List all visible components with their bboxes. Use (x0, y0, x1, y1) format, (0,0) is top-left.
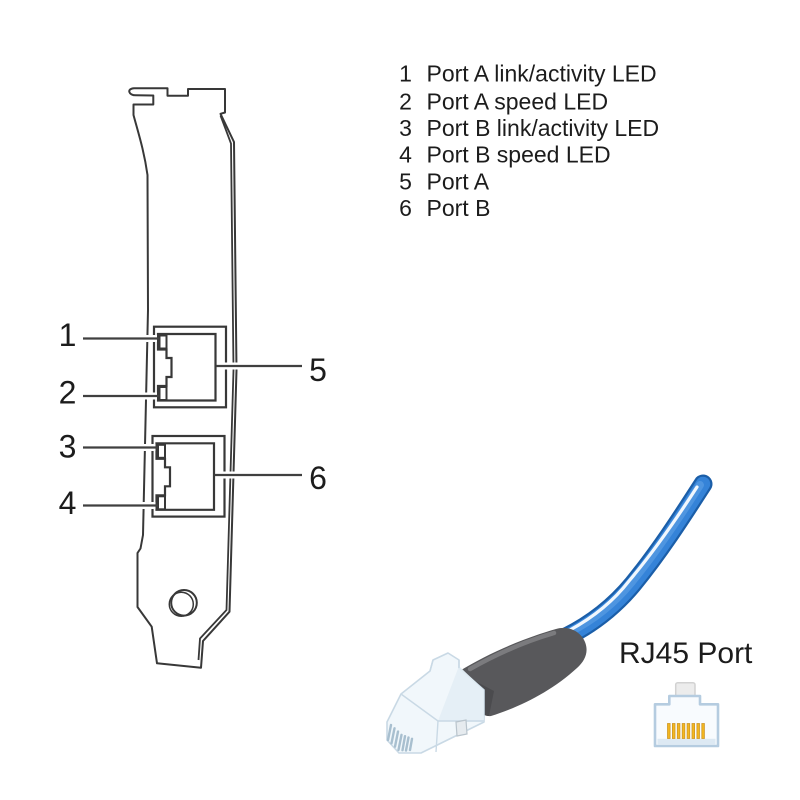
legend-label-1: Port A link/activity LED (427, 61, 657, 87)
port-a-link-activity-led (158, 334, 168, 350)
callout-digit-2: 2 (59, 375, 77, 411)
icon-jack-body (653, 694, 720, 748)
callout-digit-4: 4 (59, 485, 77, 521)
legend-num-5: 5 (399, 168, 412, 194)
legend-num-2: 2 (399, 88, 412, 114)
legend-row: 5 Port A (399, 168, 490, 194)
legend-row: 1 Port A link/activity LED (399, 61, 656, 87)
rj45-port-icon (653, 681, 720, 748)
legend-label-3: Port B link/activity LED (427, 115, 660, 141)
port-b (151, 434, 226, 518)
callout-line-casings (83, 335, 302, 509)
legend-row: 3 Port B link/activity LED (399, 115, 659, 141)
callout-digit-1: 1 (59, 317, 77, 353)
callout-digit-5: 5 (309, 352, 327, 388)
rj45-port-label: RJ45 Port (619, 637, 753, 670)
connector-right-face (438, 666, 484, 722)
legend-row: 2 Port A speed LED (399, 88, 608, 114)
callout-digits: 1 2 3 4 5 6 (59, 317, 327, 521)
legend-row: 6 Port B (399, 195, 490, 221)
rj45-connector (386, 652, 485, 754)
bracket-outline (128, 87, 238, 669)
port-a-speed-led (158, 386, 168, 401)
screw-hole (168, 589, 198, 617)
callout-lines (83, 335, 302, 509)
bracket-fold-line (197, 115, 235, 661)
cable-highlight (568, 485, 699, 632)
connector-facet-lines (400, 659, 484, 753)
legend-label-5: Port A (427, 168, 490, 194)
legend: 1 Port A link/activity LED 2 Port A spee… (399, 61, 659, 221)
port-a (152, 325, 228, 409)
connector-contacts (386, 723, 414, 752)
cable-strand (556, 474, 713, 647)
legend-num-4: 4 (399, 142, 412, 168)
callout-digit-3: 3 (59, 429, 77, 465)
screw-hole-inner (168, 591, 195, 617)
boot-highlight (467, 630, 557, 672)
legend-row: 4 Port B speed LED (399, 142, 611, 168)
legend-label-4: Port B speed LED (427, 142, 611, 168)
port-b-speed-led (157, 495, 166, 511)
icon-pin-contacts (667, 723, 705, 739)
ethernet-cable (386, 474, 713, 754)
port-b-link-activity-led (157, 443, 166, 459)
legend-num-3: 3 (399, 115, 412, 141)
icon-bottom-strip (657, 738, 716, 745)
legend-num-6: 6 (399, 195, 412, 221)
connector-latch-tab (455, 719, 468, 737)
pci-bracket (128, 87, 238, 669)
legend-label-2: Port A speed LED (427, 88, 609, 114)
legend-label-6: Port B (427, 195, 491, 221)
legend-num-1: 1 (399, 61, 412, 87)
callout-digit-6: 6 (309, 460, 327, 496)
